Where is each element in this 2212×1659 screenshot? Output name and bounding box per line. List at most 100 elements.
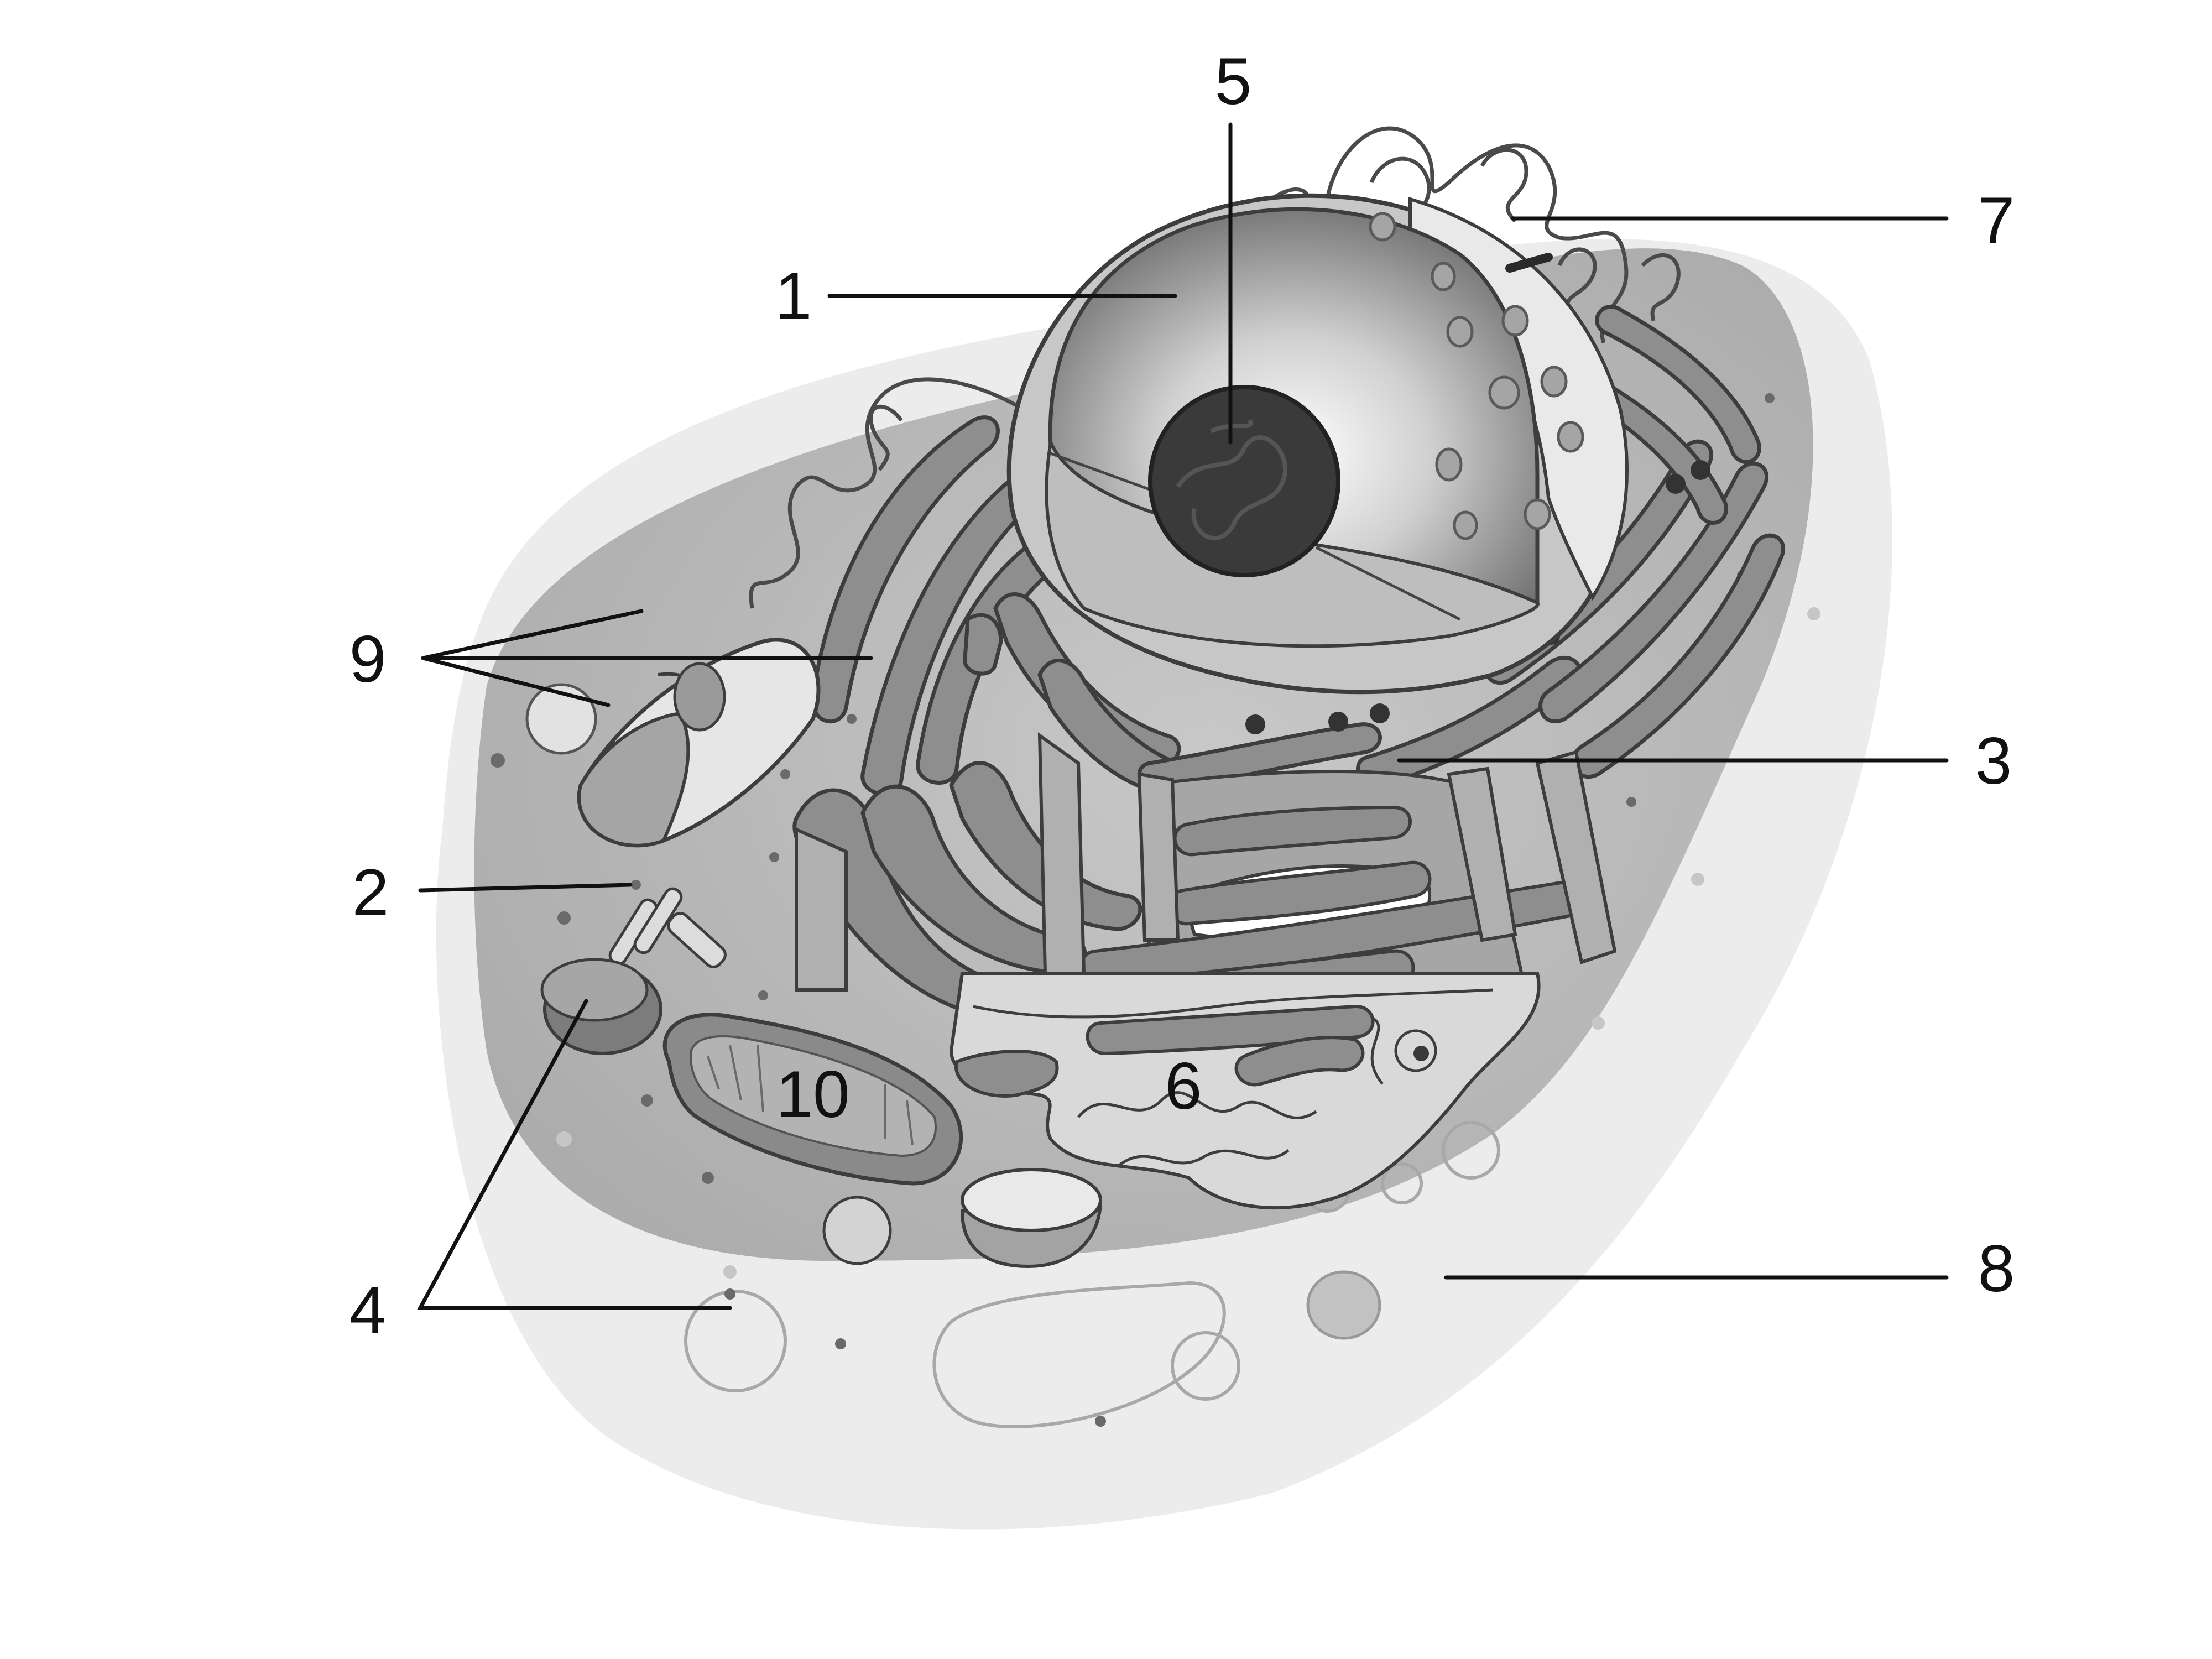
vesicle-outline [1171,1331,1240,1401]
cisterna [811,415,1000,724]
mitochondrion-cristae [707,1045,914,1145]
ribosome [1626,797,1636,807]
er-ribosomes [1245,460,1710,734]
ribosome [847,714,857,724]
nuclear-pore [1453,510,1478,540]
cisterna [1538,461,1769,724]
cup-vesicle [960,1168,1103,1269]
ribosome [702,1172,714,1184]
label-7: 7 [1978,184,2015,258]
label-3: 3 [1975,724,2012,798]
ribosome [724,1288,735,1300]
nuclear-pores [1369,212,1584,540]
golgi-fold [1077,1091,1317,1119]
cisterna [963,613,1003,676]
mitochondrion-section [577,711,690,847]
leader-lines [417,122,1949,1310]
cisterna [949,761,1142,931]
nuclear-pore [1540,366,1568,398]
pale-dot [1691,873,1704,886]
ribosome [1328,712,1348,732]
leader-9-bottom [421,656,611,707]
centriole [667,912,727,968]
golgi-fold [1116,1149,1290,1168]
er-tube [1137,772,1180,942]
ribosome [835,1338,846,1349]
nucleolus-texture [1210,419,1253,434]
vesicle-outline [1442,1121,1500,1180]
label-4: 4 [349,1273,387,1347]
er-tube [1535,750,1617,964]
golgi-region [795,732,1617,1210]
golgi-cisterna [1173,805,1412,857]
nuclear-pore [1524,498,1551,530]
nuclear-pore [1488,375,1520,410]
er-connector [1505,253,1553,273]
pale-dot [1807,607,1820,620]
lysosome-top [540,958,662,1055]
ribosome [1765,393,1775,403]
nuclear-pore [1369,212,1396,242]
lysosome-top-face [540,958,649,1022]
ribosome [769,852,779,862]
nuclear-pore [1431,262,1456,291]
er-loop [1480,148,1528,223]
label-10: 10 [776,1057,849,1131]
er-loop [1557,247,1597,316]
label-9: 9 [349,622,387,696]
endoplasmic-reticulum-loops [749,126,1681,609]
er-tube [1037,732,1086,975]
pale-dots [556,607,1820,1279]
nucleus [1006,193,1629,695]
mitochondrion-cut [577,638,821,848]
leader-2 [418,883,633,893]
ribosome [1370,703,1390,723]
label-6: 6 [1165,1049,1202,1123]
golgi-cisterna [1234,1036,1365,1087]
label-2: 2 [352,855,389,930]
nuclear-pore [1557,421,1584,453]
er-loop [1325,126,1629,344]
leader-4 [417,999,732,1310]
cisterna [1572,533,1786,779]
label-1: 1 [775,259,812,333]
golgi-fold [1370,1016,1384,1085]
vesicle-outline [1381,1162,1423,1204]
crista [757,1045,764,1112]
ribosome [1095,1416,1106,1427]
cup-rim [961,1168,1102,1232]
ribosome [780,769,790,779]
ribosome [491,753,505,768]
golgi-cisterna [1167,860,1432,926]
vesicle [1306,1270,1381,1340]
ribosome [1691,460,1710,480]
ribosome [641,1094,653,1107]
callout-labels: 1 2 3 4 5 6 7 8 9 10 [349,44,2015,1347]
golgi-fold [973,988,1494,1019]
centriole [633,887,683,954]
ribosome [758,990,768,1000]
er-loop [749,377,1041,609]
cisternae [792,305,1786,1020]
pale-dot [723,1265,737,1279]
vesicle [822,1196,892,1265]
mitochondrion [662,1013,963,1186]
ribosome [1666,474,1686,494]
er-tube [1447,766,1517,942]
cut-edge [1315,546,1461,621]
vesicle [525,683,597,755]
ribosome [557,911,571,925]
label-5: 5 [1215,44,1252,118]
leader-9-top [421,609,644,660]
cisterna [1595,305,1761,464]
er-tube [795,827,848,992]
crista [729,1045,742,1101]
label-8: 8 [1978,1232,2015,1306]
vesicle-outline [684,1290,787,1392]
ribosome [631,880,641,890]
golgi-vesicle [1413,1046,1429,1061]
er-loop [869,404,903,472]
crista [906,1100,914,1145]
crista [707,1056,720,1090]
